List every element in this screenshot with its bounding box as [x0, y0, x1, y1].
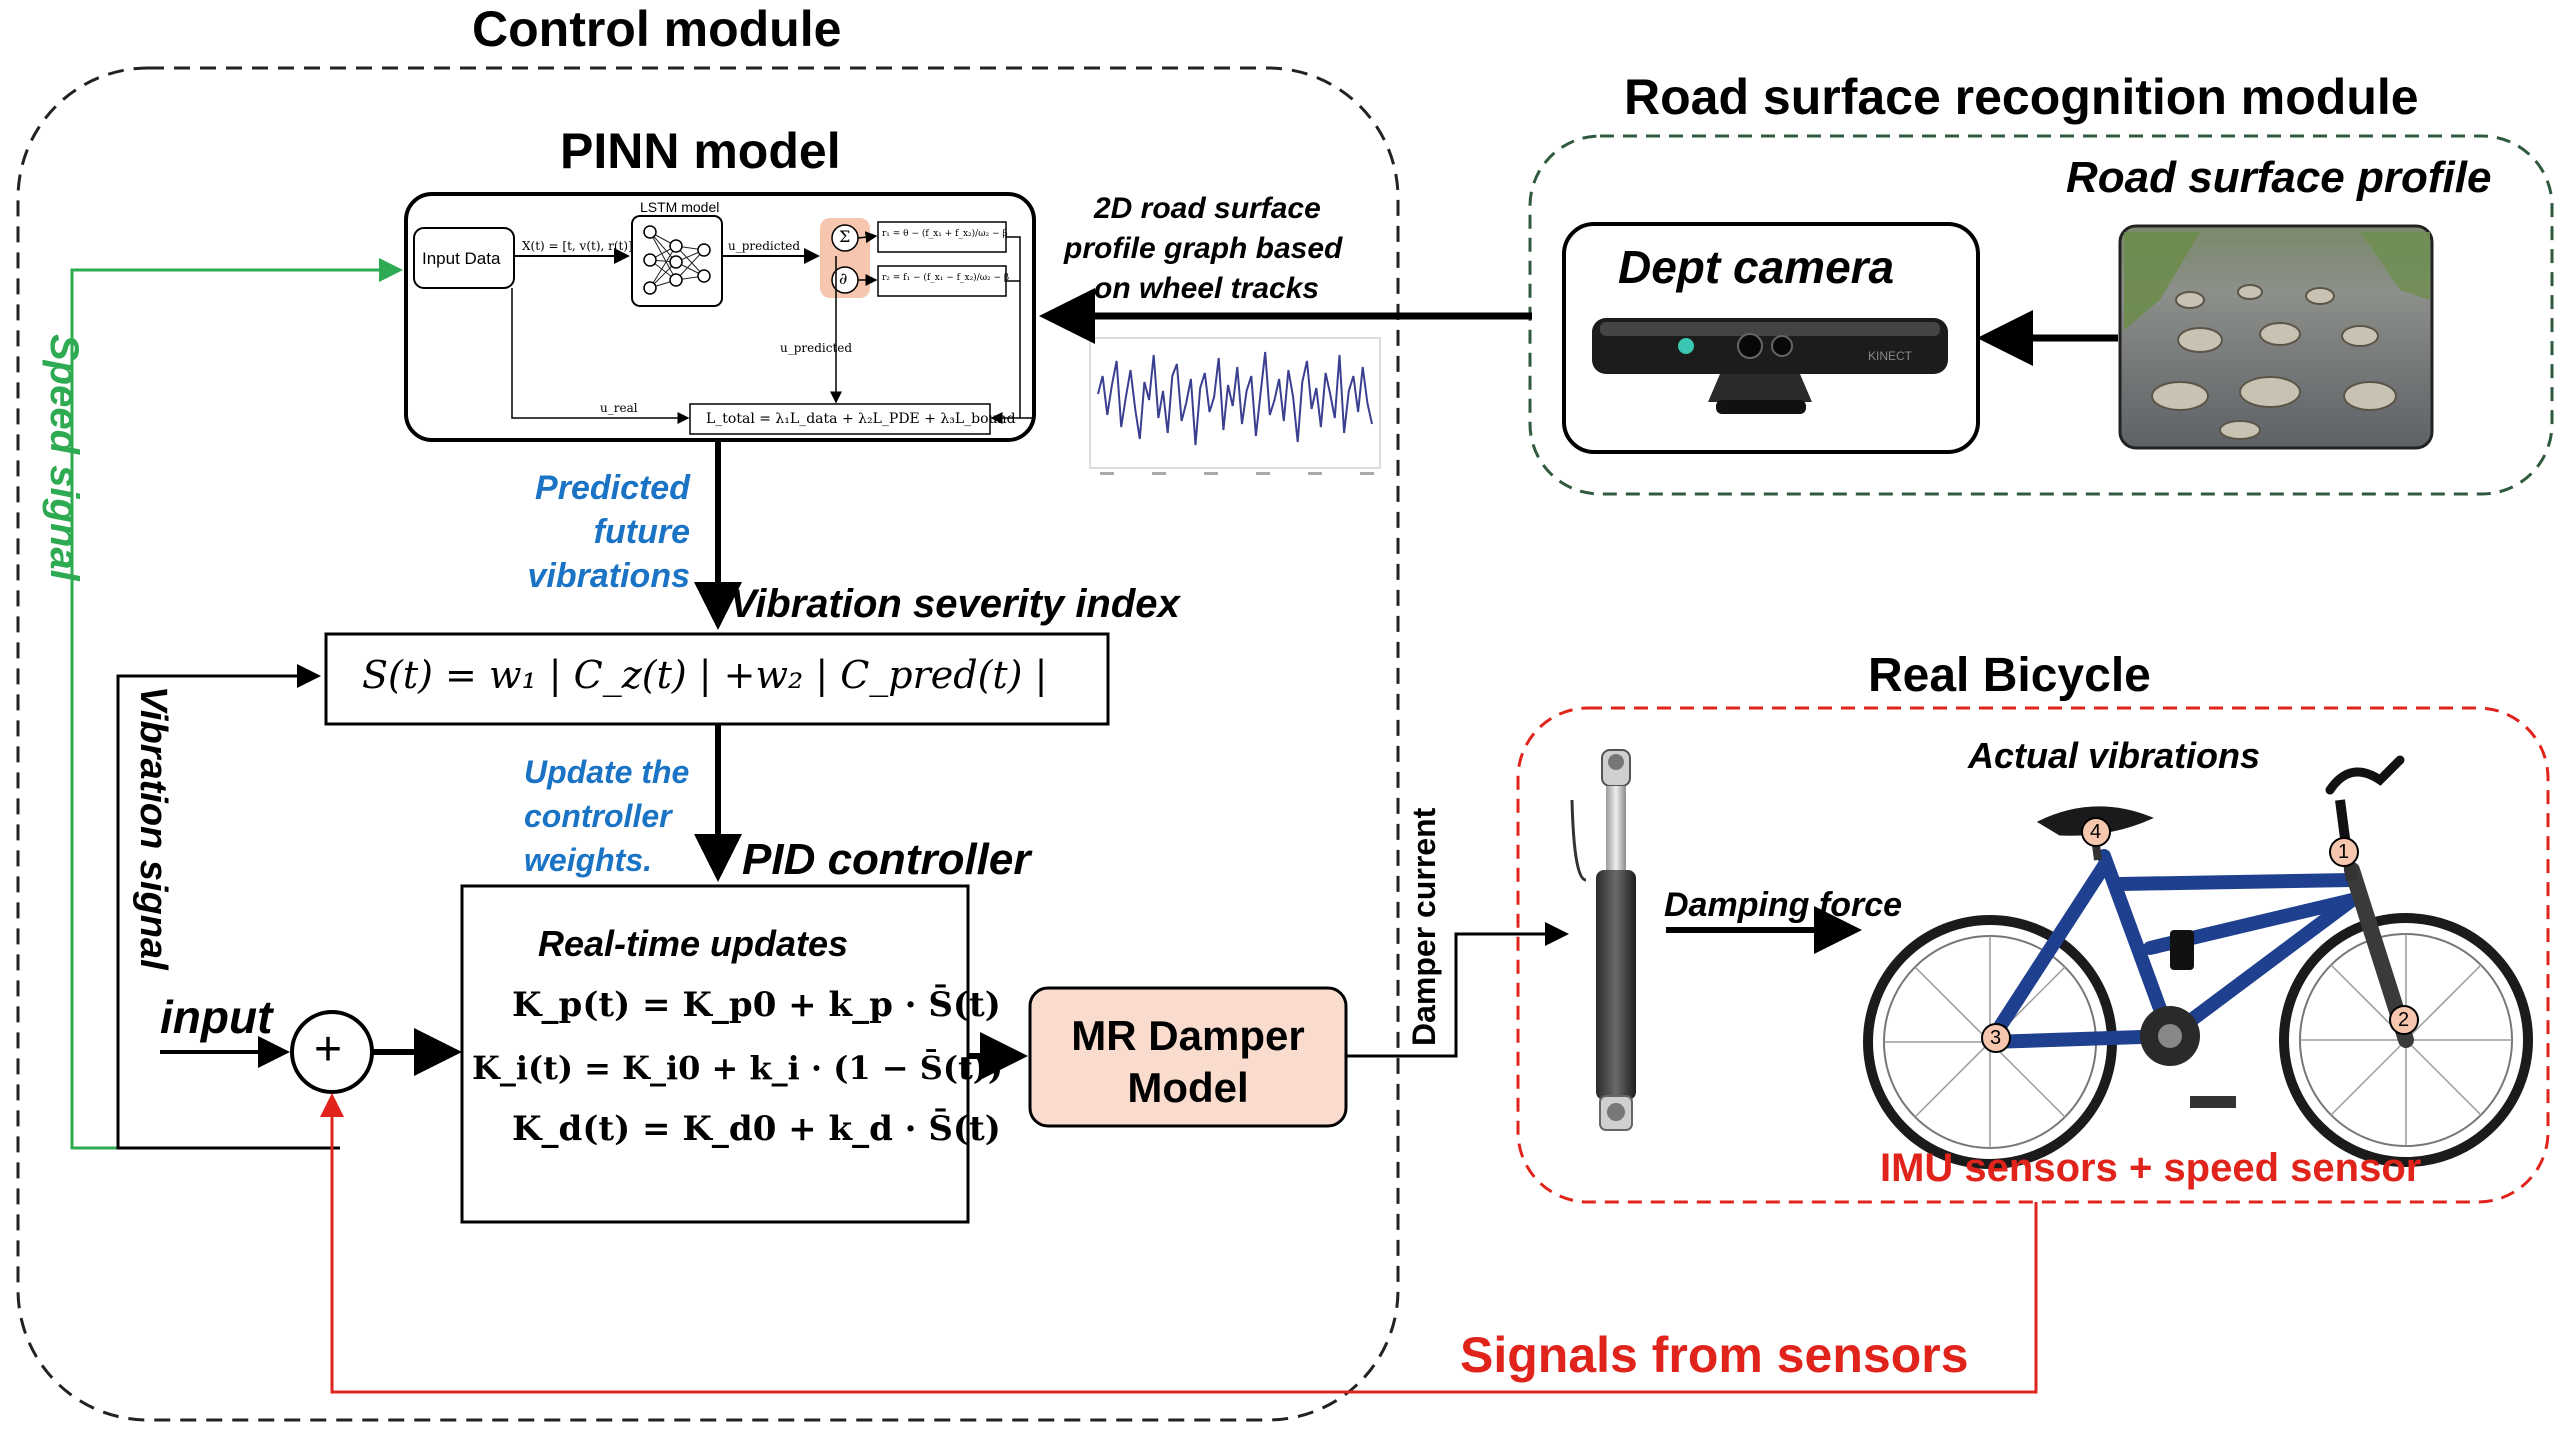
severity-formula: S(t) = w₁ | C_z(t) | +w₂ | C_pred(t) |	[362, 653, 1048, 697]
pid-heading: Real-time updates	[538, 923, 849, 964]
shock-absorber-icon	[1570, 749, 1636, 1131]
sensor-marker-label-3: 3	[1990, 1027, 2002, 1049]
u-predicted-label-2: u_predicted	[780, 341, 853, 355]
speed-signal-label: Speed signal	[42, 334, 86, 581]
vibration-signal-label: Vibration signal	[132, 686, 174, 970]
bicycle-module-border	[1516, 706, 2550, 1204]
u-real-label: u_real	[600, 401, 638, 415]
pid-ki: K_i(t) = K_i0 + k_i · (1 − S̄(t))	[472, 1049, 1004, 1087]
input-data-box	[413, 227, 515, 289]
node-b-label: ∂	[839, 269, 848, 288]
input-label: input	[160, 991, 273, 1043]
pid-kd: K_d(t) = K_d0 + k_d · S̄(t)	[512, 1109, 1001, 1149]
control-module-border	[16, 66, 1400, 1422]
chart-x-tick	[1360, 472, 1374, 475]
title-control-module: Control module	[472, 1, 842, 57]
update-label: Update the controller weights.	[524, 754, 690, 878]
mr-damper-label: MR Damper Model	[1071, 1012, 1305, 1111]
title-pid-controller: PID controller	[742, 835, 1031, 884]
sensor-markers	[1981, 817, 2419, 1053]
road-profile-chart	[1089, 337, 1381, 475]
road-graph-label-1: 2D road surface	[1094, 192, 1321, 225]
loss-box	[689, 403, 991, 435]
predicted-label: Predicted future vibrations	[527, 469, 690, 595]
road-graph-label-3: on wheel tracks	[1094, 272, 1320, 305]
actual-vibrations-label: Actual vibrations	[1968, 735, 2261, 776]
x-equation: X(t) = [t, v(t), r(t)]	[522, 239, 633, 253]
sensor-signal-line	[330, 1148, 2038, 1394]
lstm-model-label: LSTM model	[640, 199, 720, 215]
residual-eq-1	[877, 221, 1007, 253]
sensor-marker-label-2: 2	[2398, 1009, 2410, 1031]
input-data-label: Input Data	[422, 249, 501, 268]
title-real-bicycle: Real Bicycle	[1868, 649, 2151, 702]
bicycle-icon	[1863, 755, 2533, 1169]
residual-eq-1-text: r₁ = θ − (f_x₁ + f_x₂)/ω₂ − β	[882, 229, 1008, 239]
severity-box	[324, 632, 1110, 726]
residual-eq-2	[877, 265, 1007, 297]
camera-brand-label: KINECT	[1868, 349, 1913, 363]
chart-x-tick	[1256, 472, 1270, 475]
pid-box	[460, 884, 970, 1224]
vibration-signal-line	[116, 664, 340, 1150]
pid-kp: K_p(t) = K_p0 + k_p · S̄(t)	[512, 985, 1001, 1025]
sensor-marker-3	[1981, 1023, 2011, 1053]
lstm-network-icon	[631, 215, 723, 307]
title-road-profile: Road surface profile	[2066, 153, 2492, 202]
loss-text: L_total = λ₁L_data + λ₂L_PDE + λ₃L_bound	[706, 411, 1016, 427]
chart-x-tick	[1308, 472, 1322, 475]
sensor-marker-4	[2081, 817, 2111, 847]
node-a-label: Σ	[839, 227, 851, 246]
kinect-camera-icon	[1592, 318, 1948, 414]
chart-x-tick	[1204, 472, 1218, 475]
residual-eq-2-text: r₂ = f₁ − (f_x₁ − f_x₂)/ω₂ − β	[882, 273, 1010, 283]
sensor-marker-2	[2389, 1005, 2419, 1035]
damper-current-label: Damper current	[1406, 807, 1442, 1046]
signals-from-sensors-label: Signals from sensors	[1460, 1327, 1969, 1383]
title-pinn-model: PINN model	[560, 123, 841, 179]
road-graph-label-2: profile graph based	[1064, 232, 1343, 265]
plus-sign: +	[314, 1023, 343, 1076]
sensor-marker-label-1: 1	[2338, 841, 2350, 863]
u-predicted-label: u_predicted	[728, 239, 801, 253]
title-vibration-severity: Vibration severity index	[730, 582, 1180, 626]
road-profile-series-line	[1097, 351, 1373, 446]
damping-force-label: Damping force	[1664, 886, 1903, 924]
chart-x-tick	[1100, 472, 1114, 475]
road-photo	[2118, 224, 2434, 450]
sensor-marker-label-4: 4	[2090, 821, 2102, 843]
imu-label: IMU sensors + speed sensor	[1880, 1146, 2422, 1190]
dept-camera-label: Dept camera	[1618, 241, 1895, 293]
sensor-marker-1	[2329, 837, 2359, 867]
title-road-module: Road surface recognition module	[1624, 69, 2419, 125]
chart-x-tick	[1152, 472, 1166, 475]
